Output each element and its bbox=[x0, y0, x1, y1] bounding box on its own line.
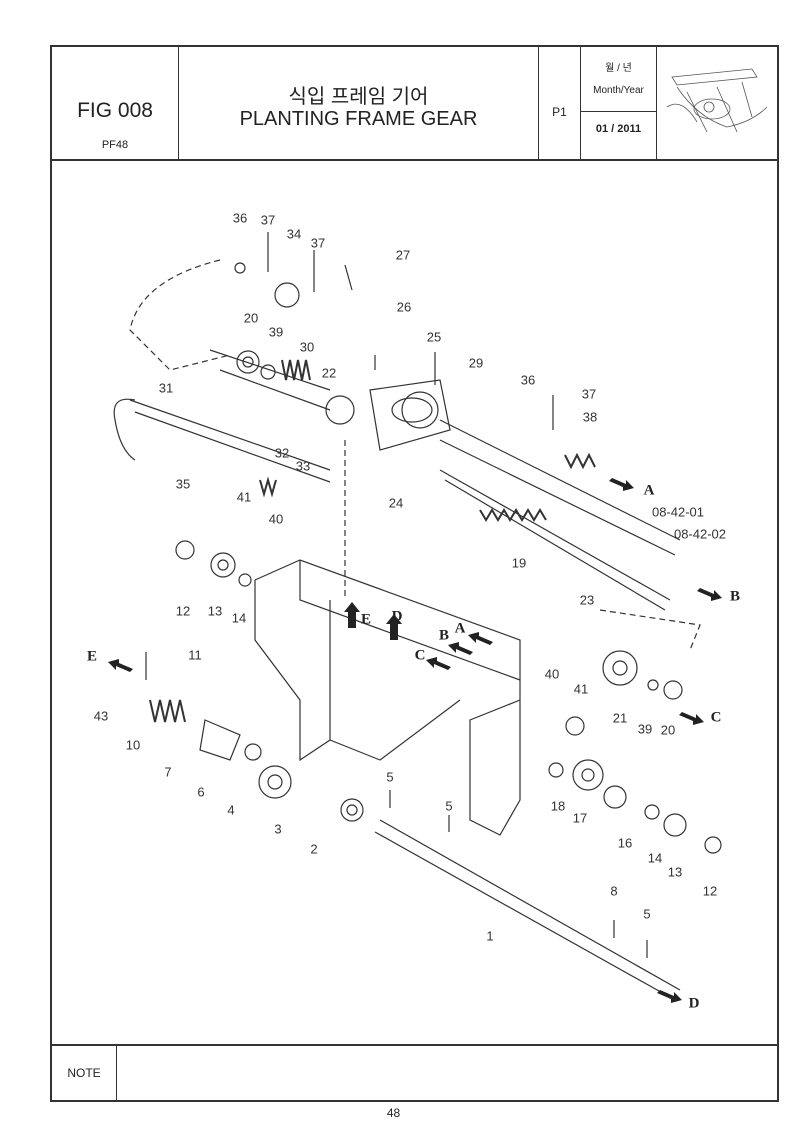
arrow-label: E bbox=[86, 648, 98, 665]
figure-cell: FIG 008 PF48 bbox=[52, 47, 179, 159]
machine-thumbnail bbox=[657, 47, 779, 159]
date-cell: 월 / 년 Month/Year 01 / 2011 bbox=[581, 47, 657, 159]
page-number: 48 bbox=[386, 1106, 401, 1120]
callout: 36 bbox=[232, 210, 248, 226]
date-value: 01 / 2011 bbox=[595, 123, 642, 135]
callout: 2 bbox=[310, 841, 318, 857]
callout: 12 bbox=[175, 603, 191, 619]
arrow-label: A bbox=[643, 482, 655, 499]
title-cell: 식입 프레임 기어 PLANTING FRAME GEAR bbox=[179, 47, 539, 159]
arrow-label: A bbox=[454, 620, 466, 637]
arrow-label: B bbox=[729, 588, 741, 605]
page-id: P1 bbox=[552, 105, 567, 119]
callout: 37 bbox=[581, 386, 597, 402]
page-cell: P1 bbox=[539, 47, 581, 159]
callout: 13 bbox=[667, 864, 683, 880]
callout: 36 bbox=[520, 372, 536, 388]
arrow-label: B bbox=[438, 627, 450, 644]
model-code: PF48 bbox=[101, 139, 129, 151]
callout: 10 bbox=[125, 737, 141, 753]
note-label: NOTE bbox=[52, 1046, 117, 1100]
callout: 30 bbox=[299, 339, 315, 355]
callout: 13 bbox=[207, 603, 223, 619]
callout: 35 bbox=[175, 476, 191, 492]
callout: 29 bbox=[468, 355, 484, 371]
callout: 41 bbox=[236, 489, 252, 505]
callout: 5 bbox=[643, 906, 651, 922]
callout: 22 bbox=[321, 365, 337, 381]
callout: 19 bbox=[511, 555, 527, 571]
callout: 20 bbox=[660, 722, 676, 738]
callout: 08-42-02 bbox=[673, 526, 727, 542]
callout: 5 bbox=[386, 769, 394, 785]
callout: 37 bbox=[310, 235, 326, 251]
callout: 21 bbox=[612, 710, 628, 726]
callout: 7 bbox=[164, 764, 172, 780]
figure-number: FIG 008 bbox=[77, 99, 153, 122]
callout: 40 bbox=[544, 666, 560, 682]
machine-sketch-icon bbox=[666, 68, 768, 133]
arrow-label: C bbox=[710, 709, 722, 726]
callout: 6 bbox=[197, 784, 205, 800]
callout: 37 bbox=[260, 212, 276, 228]
callout: 27 bbox=[395, 247, 411, 263]
title-block: FIG 008 PF48 식입 프레임 기어 PLANTING FRAME GE… bbox=[52, 47, 777, 161]
arrow-label: D bbox=[688, 995, 700, 1012]
callout: 33 bbox=[295, 458, 311, 474]
callout: 12 bbox=[702, 883, 718, 899]
arrow-label: C bbox=[414, 647, 426, 664]
callout: 5 bbox=[445, 798, 453, 814]
note-row: NOTE bbox=[52, 1044, 777, 1100]
callout: 43 bbox=[93, 708, 109, 724]
callout: 14 bbox=[231, 610, 247, 626]
date-label-korean: 월 / 년 bbox=[605, 63, 632, 74]
callout: 1 bbox=[486, 928, 494, 944]
title-korean: 식입 프레임 기어 bbox=[288, 86, 429, 108]
callout: 39 bbox=[637, 721, 653, 737]
date-divider bbox=[581, 111, 656, 112]
arrow-label: D bbox=[391, 608, 403, 625]
callout: 31 bbox=[158, 380, 174, 396]
callout: 24 bbox=[388, 495, 404, 511]
callout: 41 bbox=[573, 681, 589, 697]
callout: 17 bbox=[572, 810, 588, 826]
callout: 16 bbox=[617, 835, 633, 851]
callout: 38 bbox=[582, 409, 598, 425]
callout: 39 bbox=[268, 324, 284, 340]
callout: 3 bbox=[274, 821, 282, 837]
callout: 34 bbox=[286, 226, 302, 242]
callout: 23 bbox=[579, 592, 595, 608]
callout: 40 bbox=[268, 511, 284, 527]
date-label-english: Month/Year bbox=[593, 85, 644, 96]
callout: 26 bbox=[396, 299, 412, 315]
callout: 8 bbox=[610, 883, 618, 899]
callout: 4 bbox=[227, 802, 235, 818]
callout: 18 bbox=[550, 798, 566, 814]
callout: 14 bbox=[647, 850, 663, 866]
arrow-label: E bbox=[360, 611, 372, 628]
page-frame: FIG 008 PF48 식입 프레임 기어 PLANTING FRAME GE… bbox=[50, 45, 779, 1102]
title-english: PLANTING FRAME GEAR bbox=[239, 108, 478, 130]
callout: 11 bbox=[188, 647, 202, 663]
callout: 08-42-01 bbox=[651, 504, 705, 520]
callout: 20 bbox=[243, 310, 259, 326]
callout: 32 bbox=[274, 445, 290, 461]
callout: 25 bbox=[426, 329, 442, 345]
